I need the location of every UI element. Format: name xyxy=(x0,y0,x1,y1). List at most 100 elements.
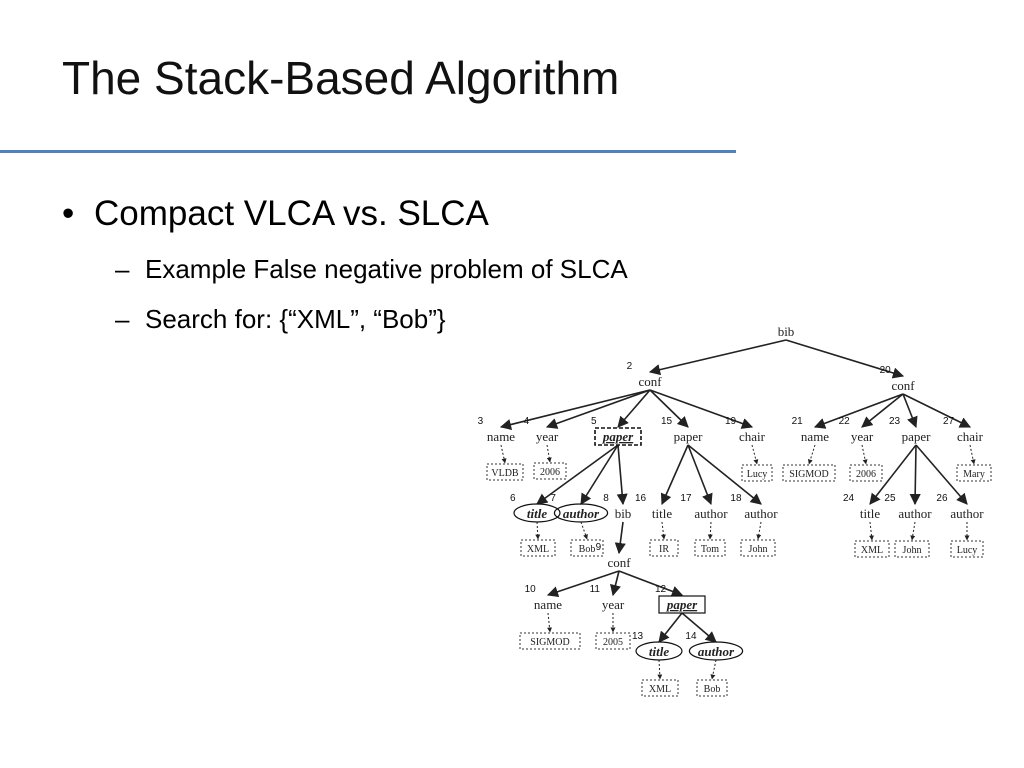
value-box xyxy=(849,464,883,482)
slide-title: The Stack-Based Algorithm xyxy=(62,52,620,104)
subbullet-text: Example False negative problem of SLCA xyxy=(145,254,628,284)
value-box xyxy=(641,679,679,697)
tree-node-1: bib1 xyxy=(778,324,795,339)
tree-edge xyxy=(909,444,921,506)
node-label: title xyxy=(860,506,880,521)
value-connector xyxy=(546,444,552,463)
node-label: bib xyxy=(615,506,632,521)
tree-edge xyxy=(649,389,754,429)
value-connector xyxy=(869,521,874,541)
tree-edge xyxy=(616,444,628,506)
node-value: 2006 xyxy=(540,467,560,478)
value-connector xyxy=(969,444,976,465)
tree-edge xyxy=(649,389,689,428)
node-number: 13 xyxy=(632,631,644,642)
subbullet-item: –Search for: {“XML”, “Bob”} xyxy=(115,302,446,336)
tree-edge xyxy=(869,444,917,505)
subbullet-text: Search for: {“XML”, “Bob”} xyxy=(145,304,446,334)
node-box xyxy=(594,427,642,446)
node-label: paper xyxy=(674,429,704,444)
value-box xyxy=(595,632,631,650)
node-number: 26 xyxy=(936,493,948,504)
tree-edge xyxy=(902,393,918,429)
subbullet-marker: – xyxy=(115,304,130,334)
node-label: chair xyxy=(739,429,766,444)
node-label: chair xyxy=(957,429,984,444)
tree-edge xyxy=(545,389,651,429)
value-connector xyxy=(910,521,916,541)
node-label: author xyxy=(694,506,728,521)
node-number: 18 xyxy=(730,493,742,504)
node-label: paper xyxy=(666,597,698,612)
tree-edge xyxy=(536,444,619,505)
node-value: Tom xyxy=(701,544,719,555)
tree-edge xyxy=(610,570,621,597)
xml-tree-diagram: bib1conf2conf20name3VLDByear42006paper5p… xyxy=(478,324,992,697)
node-label: conf xyxy=(607,555,631,570)
node-value: XML xyxy=(527,544,549,555)
node-value: 2005 xyxy=(603,637,623,648)
value-connector xyxy=(547,612,553,633)
node-label: author xyxy=(563,506,600,521)
tree-edge xyxy=(813,393,904,429)
node-value: John xyxy=(903,545,922,556)
tree-edge xyxy=(902,393,972,428)
node-number: 17 xyxy=(680,493,692,504)
node-number: 6 xyxy=(510,493,516,504)
tree-edge xyxy=(687,444,713,506)
node-value: VLDB xyxy=(491,468,519,479)
tree-edge xyxy=(660,444,689,506)
value-connector xyxy=(710,659,717,680)
value-box xyxy=(696,679,728,697)
node-label: title xyxy=(652,506,672,521)
tree-edge xyxy=(681,612,717,643)
tree-edge xyxy=(687,444,762,505)
value-connector xyxy=(500,444,507,464)
tree-edge xyxy=(915,444,968,505)
node-number: 16 xyxy=(635,493,647,504)
node-value: XML xyxy=(861,545,883,556)
node-number: 25 xyxy=(884,493,896,504)
node-number: 22 xyxy=(839,416,851,427)
node-number: 5 xyxy=(591,416,597,427)
tree-edge xyxy=(785,339,905,379)
node-label: author xyxy=(950,506,984,521)
tree-edge xyxy=(546,570,620,598)
value-box xyxy=(894,540,930,558)
value-box xyxy=(649,539,679,557)
node-box xyxy=(658,595,706,614)
value-box xyxy=(854,540,890,558)
node-label: author xyxy=(744,506,778,521)
tree-edge xyxy=(618,570,684,597)
node-label: author xyxy=(698,644,735,659)
node-value: SIGMOD xyxy=(530,637,569,648)
value-box xyxy=(956,464,992,482)
bullet-item: •Compact VLCA vs. SLCA xyxy=(62,192,489,236)
value-connector xyxy=(756,521,762,540)
tree-edge xyxy=(499,389,651,431)
node-number: 24 xyxy=(843,493,855,504)
value-box xyxy=(740,539,776,557)
tree-edge xyxy=(580,444,619,505)
value-connector xyxy=(657,659,663,680)
